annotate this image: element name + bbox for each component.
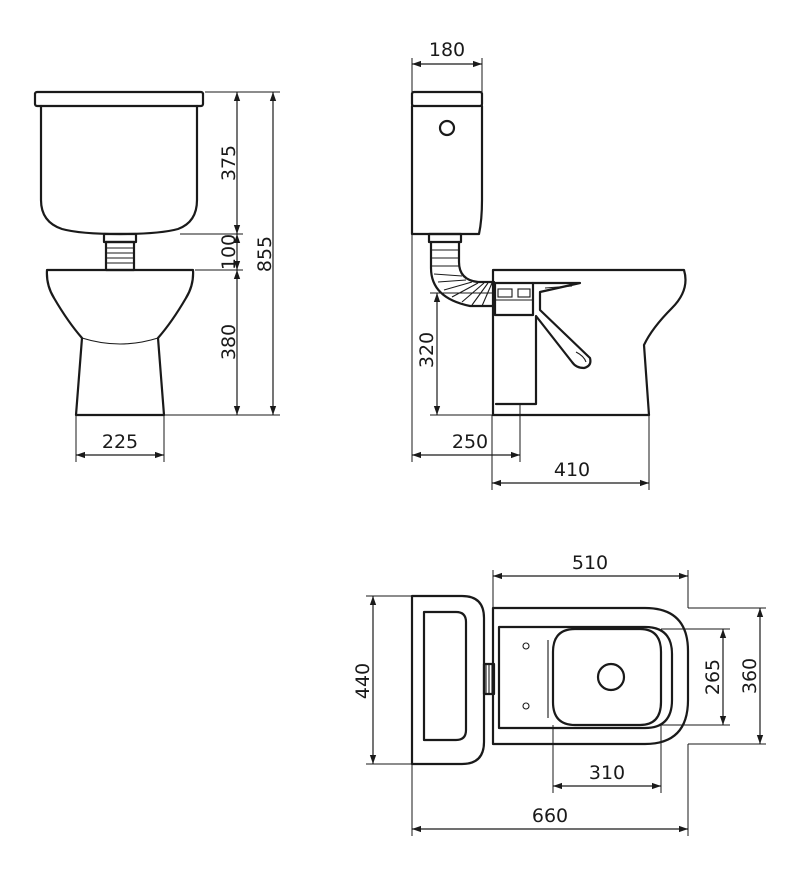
top-bowl-rim (497, 625, 674, 730)
dim-180-label: 180 (429, 39, 465, 61)
side-cistern-lid (410, 90, 484, 108)
front-connector-pipe (102, 232, 138, 272)
front-bowl (45, 268, 195, 417)
top-seat-opening (551, 627, 663, 727)
side-flexible-pipe (427, 232, 496, 308)
top-fixing-hole-lower (522, 702, 530, 710)
top-drain-hole (596, 662, 626, 692)
dim-225-label: 225 (102, 431, 138, 453)
dim-660-label: 660 (532, 805, 568, 827)
side-trap (493, 281, 592, 406)
front-bowl-rim-line (81, 337, 159, 345)
dim-410-label: 410 (554, 459, 590, 481)
dim-360-label: 360 (739, 658, 761, 694)
top-cistern-inner (422, 610, 468, 742)
side-bowl (491, 268, 687, 417)
dim-265-label: 265 (702, 659, 724, 695)
dim-100-label: 100 (218, 234, 240, 270)
top-cistern-outline (410, 594, 486, 766)
dim-510-label: 510 (572, 552, 608, 574)
dim-380-label: 380 (218, 324, 240, 360)
front-cistern-lid (33, 90, 205, 108)
top-view: 510 440 265 360 310 660 (352, 552, 766, 836)
front-cistern-body (39, 104, 199, 236)
dim-855-label: 855 (254, 236, 276, 272)
dim-375-label: 375 (218, 145, 240, 181)
top-fixing-hole-upper (522, 642, 530, 650)
dim-440-label: 440 (352, 663, 374, 699)
side-view: 180 320 250 410 (410, 39, 687, 490)
dim-320-label: 320 (416, 332, 438, 368)
dim-310-label: 310 (589, 762, 625, 784)
dim-250-label: 250 (452, 431, 488, 453)
side-cistern-body (410, 104, 484, 236)
top-bowl-outline (491, 606, 690, 746)
front-view: 375 100 380 855 225 (33, 90, 280, 462)
side-flush-button (438, 119, 456, 137)
